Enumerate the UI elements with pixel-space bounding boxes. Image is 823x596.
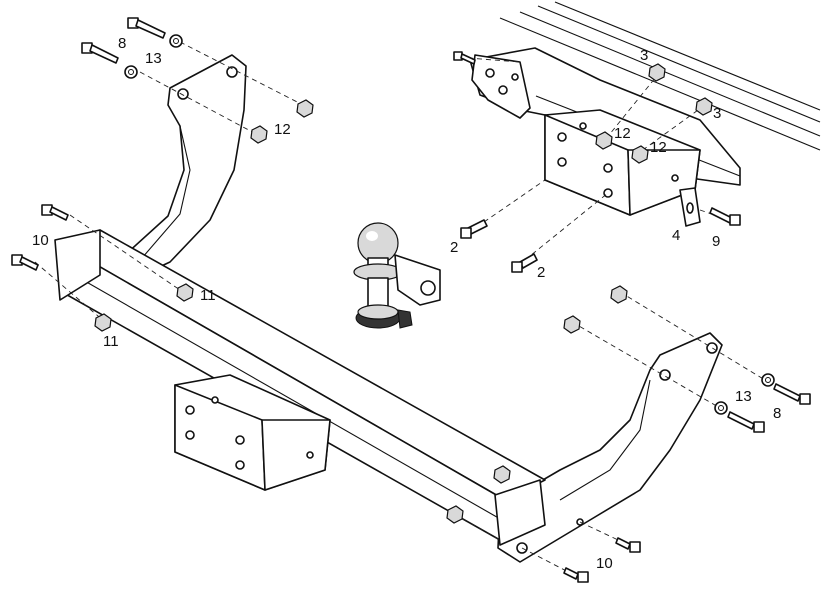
callout-13-right: 13 <box>735 388 752 405</box>
callout-3-b: 3 <box>713 105 721 122</box>
callout-8-right: 8 <box>773 405 781 422</box>
callout-9: 9 <box>712 233 720 250</box>
nut-right-bracket <box>563 285 628 334</box>
bolt-9 <box>709 207 741 226</box>
callout-2-a: 2 <box>450 239 458 256</box>
callout-11-b: 11 <box>103 333 119 350</box>
nut-3 <box>648 63 713 116</box>
spacer-plate-4 <box>679 187 701 227</box>
callout-labels: 8 13 12 10 11 11 3 3 12 12 2 2 4 9 13 8 … <box>32 35 781 572</box>
callout-8-top: 8 <box>118 35 126 52</box>
callout-12-b: 12 <box>650 139 667 156</box>
nut-12-top <box>250 99 314 144</box>
callout-11-a: 11 <box>200 287 216 304</box>
callout-12-a: 12 <box>614 125 631 142</box>
main-crossbar <box>54 229 546 546</box>
chassis-bracket-plate <box>471 54 531 119</box>
bolt-13-left <box>81 42 119 64</box>
bolt-2 <box>460 219 538 273</box>
callout-12-top: 12 <box>274 121 291 138</box>
right-side-bracket <box>497 332 723 563</box>
rear-mounting-box <box>544 109 701 216</box>
nut-12-right <box>595 131 649 164</box>
callout-3-a: 3 <box>640 47 648 64</box>
left-side-bracket <box>124 54 247 276</box>
bolt-small-top-right <box>453 51 476 65</box>
washer-13-top <box>124 34 183 79</box>
bolt-8-top <box>127 17 166 39</box>
bolt-10-bottom <box>563 537 641 583</box>
center-mounting-box <box>174 374 331 491</box>
nut-11-left <box>94 283 194 332</box>
callout-2-b: 2 <box>537 264 545 281</box>
callout-10-bottom: 10 <box>596 555 613 572</box>
washer-13-right <box>714 373 775 415</box>
callout-4: 4 <box>672 227 680 244</box>
nut-crossbar-right <box>446 465 511 524</box>
tow-ball-assembly <box>353 222 441 329</box>
callout-13-top: 13 <box>145 50 162 67</box>
bolt-8-right <box>727 383 811 433</box>
callout-10-left: 10 <box>32 232 49 249</box>
bolt-10-left <box>11 204 69 271</box>
